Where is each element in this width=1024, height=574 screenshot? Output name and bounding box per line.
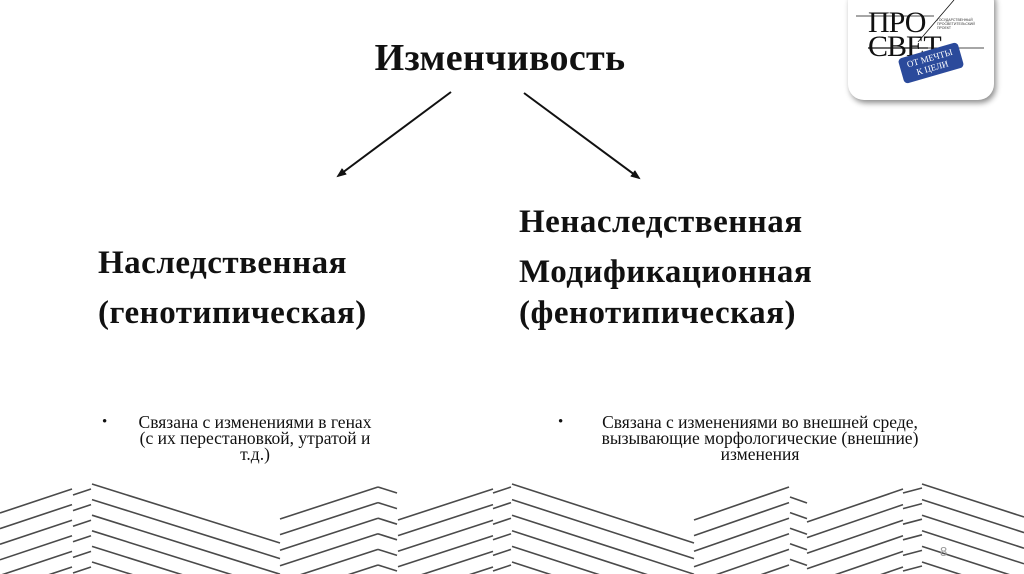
arrow-right-icon xyxy=(523,92,641,180)
bullet-hereditary-line: (с их перестановкой, утратой и xyxy=(139,428,371,448)
decorative-line-pattern xyxy=(0,483,1024,574)
heading-non-hereditary: Ненаследственная Модификационная (феноти… xyxy=(519,197,812,333)
bullet-hereditary: • Связана с изменениями в генах (с их пе… xyxy=(102,412,400,464)
bullet-non-hereditary-line: Связана с изменениями во внешней среде, xyxy=(602,412,918,432)
bullet-non-hereditary: • Связана с изменениями во внешней среде… xyxy=(558,412,960,464)
heading-non-hereditary-line1: Ненаследственная xyxy=(519,204,803,240)
page-number: 8 xyxy=(940,544,948,559)
heading-hereditary-line2: (генотипическая) xyxy=(98,295,367,331)
bullet-hereditary-line: Связана с изменениями в генах xyxy=(138,412,372,432)
heading-non-hereditary-line3: (фенотипическая) xyxy=(519,295,796,331)
slide-title: Изменчивость xyxy=(374,37,626,79)
bullet-non-hereditary-line: изменения xyxy=(720,444,800,464)
bullet-dot-icon: • xyxy=(558,414,564,430)
heading-non-hereditary-line2: Модификационная xyxy=(519,254,813,290)
bullet-non-hereditary-line: вызывающие морфологические (внешние) xyxy=(601,428,919,448)
prosvet-logo: ПРО СВЕТ ГОСУДАРСТВЕННЫЙ ПРОСВЕТИТЕЛЬСКИ… xyxy=(848,0,994,100)
bullet-hereditary-line: т.д.) xyxy=(240,444,270,464)
arrow-left-icon xyxy=(336,91,452,178)
heading-hereditary-line1: Наследственная xyxy=(98,245,347,281)
logo-pro: ПРО xyxy=(868,6,926,39)
heading-hereditary: Наследственная (генотипическая) xyxy=(98,238,367,338)
logo-subtitle: ГОСУДАРСТВЕННЫЙ ПРОСВЕТИТЕЛЬСКИЙ ПРОЕКТ xyxy=(937,18,975,30)
bullet-dot-icon: • xyxy=(102,414,108,430)
